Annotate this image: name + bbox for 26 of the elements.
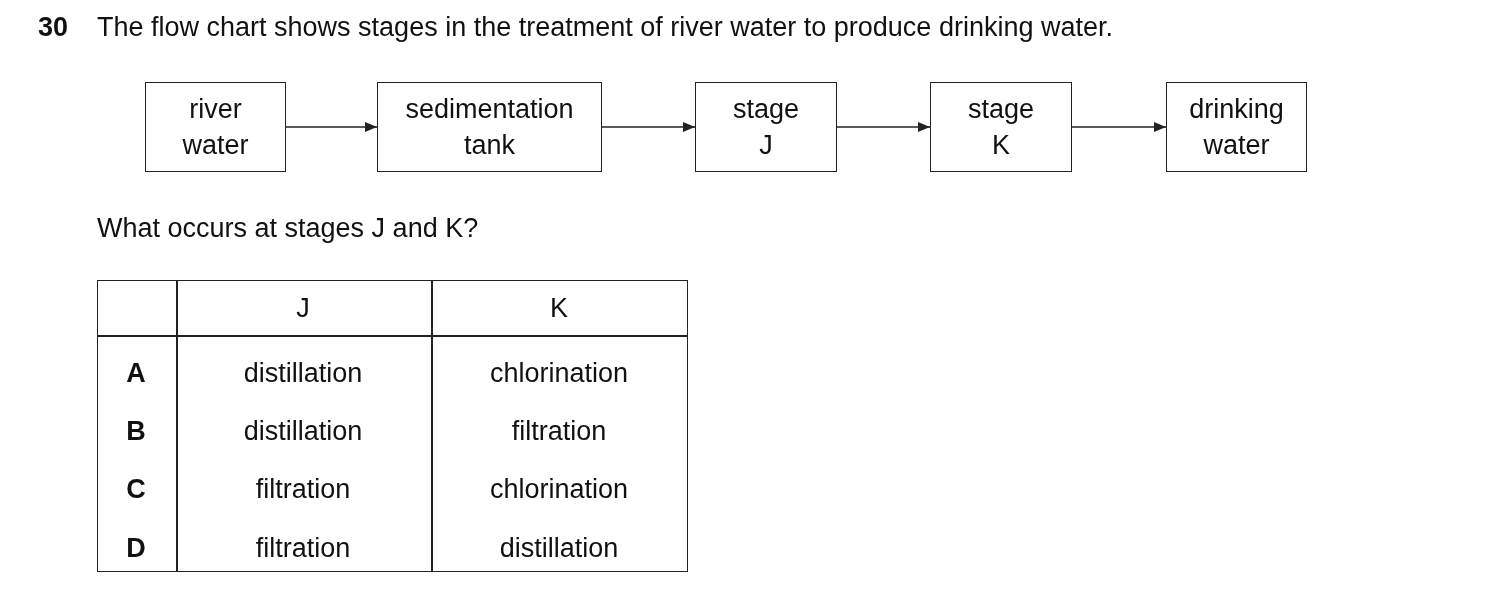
option-letter: A [126, 357, 146, 389]
question-number: 30 [38, 11, 69, 43]
table-text: chlorination [489, 357, 629, 389]
table-text: distillation [499, 532, 619, 564]
table-text: distillation [243, 415, 363, 447]
option-letter: D [126, 532, 146, 564]
table-text: filtration [511, 415, 607, 447]
process-box: stage J [695, 82, 837, 172]
arrow [601, 122, 696, 132]
question-text: The flow chart shows stages in the treatment of river water to produce drinking water. [97, 11, 1113, 43]
arrow [1071, 122, 1167, 132]
process-box: sedimentation tank [377, 82, 602, 172]
column-header: J [296, 292, 310, 324]
table-text: filtration [255, 473, 351, 505]
column-header: K [550, 292, 568, 324]
option-letter: C [126, 473, 146, 505]
process-box: river water [145, 82, 286, 172]
question-text: What occurs at stages J and K? [97, 212, 479, 244]
process-box: stage K [930, 82, 1072, 172]
arrow [285, 122, 378, 132]
option-letter: B [126, 415, 146, 447]
table-text: filtration [255, 532, 351, 564]
arrow [836, 122, 931, 132]
table-text: chlorination [489, 473, 629, 505]
process-box: drinking water [1166, 82, 1307, 172]
table-text: distillation [243, 357, 363, 389]
